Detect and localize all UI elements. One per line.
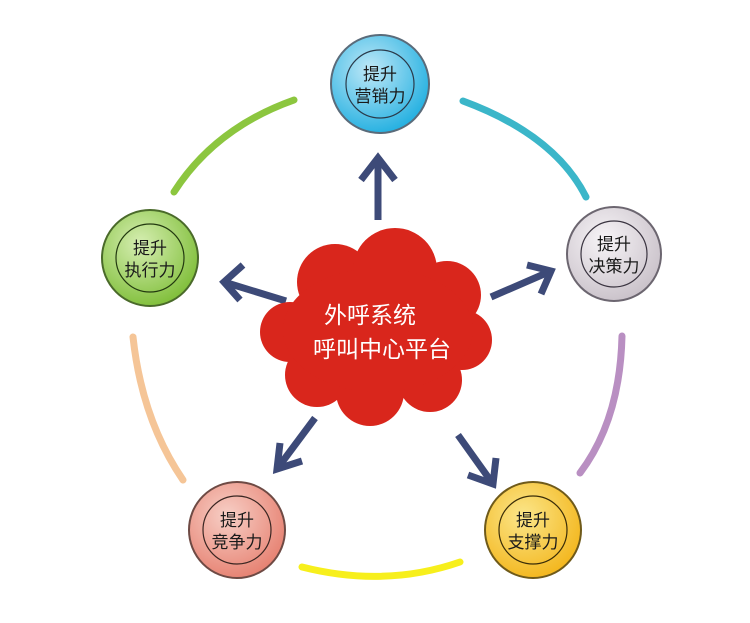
- node-support-line1: 提升: [516, 511, 550, 531]
- outer-ring: [129, 96, 626, 580]
- node-support: 提升 支撑力: [484, 481, 582, 579]
- node-compete-line2: 竞争力: [212, 533, 263, 553]
- node-execute: 提升 执行力: [101, 209, 199, 307]
- node-compete-line1: 提升: [220, 511, 254, 531]
- node-decision-line2: 决策力: [589, 257, 640, 277]
- arrow-to-marketing: [358, 152, 398, 220]
- node-marketing-line1: 提升: [363, 65, 397, 85]
- ring-segment-marketing-decision: [459, 97, 590, 201]
- center-title-line1: 外呼系统: [324, 303, 416, 329]
- node-compete: 提升 竞争力: [188, 481, 286, 579]
- node-decision: 提升 决策力: [566, 206, 662, 302]
- node-execute-line1: 提升: [133, 239, 167, 259]
- node-execute-line2: 执行力: [125, 261, 176, 281]
- node-decision-line1: 提升: [597, 235, 631, 255]
- center-cloud: 外呼系统 呼叫中心平台: [260, 228, 492, 426]
- arrow-to-execute: [219, 262, 288, 305]
- ring-segment-support-compete: [298, 558, 464, 580]
- arrows: [219, 152, 556, 489]
- ring-segment-execute-marketing: [170, 96, 298, 196]
- node-marketing: 提升 营销力: [330, 34, 430, 134]
- center-title-line2: 呼叫中心平台: [313, 337, 451, 363]
- arrow-to-support: [455, 432, 500, 489]
- ring-segment-compete-execute: [129, 333, 187, 484]
- node-support-line2: 支撑力: [508, 533, 559, 553]
- node-marketing-line2: 营销力: [355, 87, 406, 107]
- arrow-to-compete: [272, 415, 318, 474]
- ring-segment-decision-support: [576, 332, 626, 477]
- arrow-to-decision: [489, 261, 556, 301]
